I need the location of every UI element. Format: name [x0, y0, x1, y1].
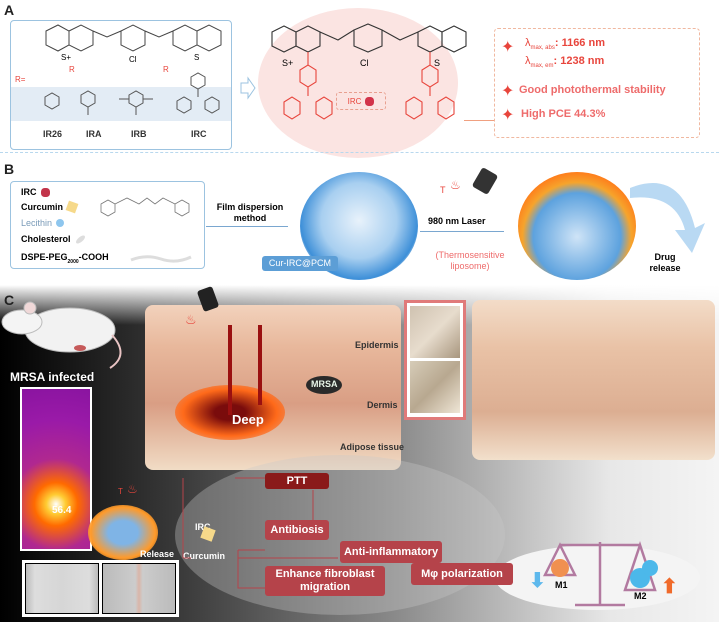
component-dspe-peg: DSPE-PEG2000-COOH [21, 252, 109, 265]
wound-photo [410, 306, 460, 358]
irc-crystal-icon [365, 96, 375, 106]
scratch-assay-images [22, 560, 179, 617]
wound-photo [410, 361, 460, 413]
temperature-label: T [440, 185, 446, 195]
emission-max: λmax, em: 1238 nm [525, 55, 605, 70]
mouse-illustration [1, 301, 122, 369]
curcumin-cube-icon [65, 200, 79, 214]
irc-cl-atom: Cl [360, 58, 369, 68]
laser-device-icon [471, 166, 499, 196]
component-cholesterol: Cholesterol [21, 233, 86, 245]
laser-beam [228, 325, 232, 415]
component-irc: IRC [21, 187, 50, 197]
antibiosis-box: Antibiosis [265, 520, 329, 540]
components-box: IRC Curcumin Lecithin Cholesterol DSPE-P… [10, 181, 205, 269]
divider [0, 152, 719, 153]
mrsa-label: MRSA [311, 379, 338, 389]
product-label: Cur-IRC@PCM [262, 256, 338, 271]
component-curcumin: Curcumin [21, 200, 79, 214]
r-group-left: R [69, 65, 75, 74]
m1-label: M1 [555, 580, 568, 590]
component-lecithin: Lecithin [21, 218, 65, 228]
wound-photos-inset [404, 300, 466, 420]
layer-adipose: Adipose tissue [340, 442, 405, 452]
up-arrow-icon: ⬆ [661, 576, 678, 598]
heat-waves-icon: ♨ [127, 482, 138, 496]
burning-liposome-illustration [88, 505, 158, 560]
substituent-irb: IRB [131, 129, 147, 139]
r-group-right: R [163, 65, 169, 74]
scratch-image [25, 563, 99, 614]
panel-c-label: C [4, 292, 15, 308]
skin-tissue-illustration [145, 305, 401, 470]
layer-dermis: Dermis [367, 400, 398, 410]
mrsa-bacteria: MRSA [306, 376, 342, 394]
anti-inflammatory-box: Anti-inflammatory [340, 541, 442, 563]
mrsa-infected-label: MRSA infected [10, 370, 95, 384]
panel-a-label: A [4, 2, 15, 18]
irc-crystal-icon [40, 187, 50, 197]
layer-epidermis: Epidermis [355, 340, 399, 350]
peg-chain-icon [130, 255, 192, 263]
ptt-box: PTT [265, 473, 329, 489]
temperature-readout: 56.4 [52, 505, 72, 516]
arrow-film-dispersion [206, 226, 288, 227]
laser-beam [258, 325, 262, 405]
lecithin-icon [56, 219, 65, 227]
feature-pce: High PCE 44.3% [521, 108, 606, 120]
heat-waves-icon: ♨ [185, 312, 197, 327]
substituent-structures [44, 72, 220, 115]
scratch-image [102, 563, 176, 614]
star-icon: ✦ [501, 83, 515, 100]
substituent-ira: IRA [86, 129, 102, 139]
mechanism-arrows [182, 477, 338, 589]
irc-tag: IRC [336, 92, 386, 110]
s-plus-atom: S+ [61, 53, 72, 62]
release-label: Release [140, 549, 175, 559]
irc-tag-label: IRC [347, 96, 362, 106]
step-laser: 980 nm Laser [428, 216, 486, 226]
substituent-box: S+ Cl S R R R= IR26 IRA IRB IRC [10, 20, 232, 150]
connector-line [464, 120, 494, 121]
curcumin-label: Curcumin [183, 551, 226, 561]
irc-label: IRC [195, 522, 211, 532]
arrow-right-icon [240, 76, 256, 100]
irc-s-plus-atom: S+ [282, 58, 294, 68]
panel-b-label: B [4, 161, 15, 177]
polarization-box: Mφ polarization [411, 563, 513, 585]
s-atom: S [194, 53, 200, 62]
irc-highlight-circle [258, 8, 458, 158]
heat-waves-icon: ♨ [450, 178, 461, 192]
feature-stability: Good photothermal stability [519, 84, 666, 96]
release-arrow-icon [630, 183, 705, 253]
ir-core-structure [45, 24, 222, 52]
substituent-ir26: IR26 [43, 129, 63, 139]
m2-label: M2 [634, 591, 647, 601]
burning-liposome-illustration [518, 172, 636, 280]
balance-scale-icon [542, 541, 658, 607]
temperature-label: T [118, 487, 123, 496]
substituent-band [11, 87, 231, 121]
star-icon: ✦ [501, 39, 515, 56]
curcumin-structure [100, 197, 190, 217]
irc-structure [271, 23, 467, 120]
properties-box: ✦ λmax, abs: 1166 nm λmax, em: 1238 nm ✦… [494, 28, 700, 138]
substituent-irc: IRC [191, 129, 207, 139]
healed-skin-illustration [472, 300, 715, 460]
deep-label: Deep [232, 412, 264, 427]
r-equals-label: R= [15, 75, 26, 84]
cl-atom: Cl [129, 55, 137, 64]
cholesterol-icon [74, 233, 86, 245]
thermal-image: 56.4 [20, 387, 92, 551]
down-arrow-icon: ⬇ [529, 570, 546, 592]
macrophage-ellipse [495, 545, 700, 610]
absorption-max: λmax, abs: 1166 nm [525, 37, 605, 52]
arrow-laser [420, 231, 504, 232]
star-icon: ✦ [501, 107, 515, 124]
irc-s-atom: S [434, 58, 441, 68]
